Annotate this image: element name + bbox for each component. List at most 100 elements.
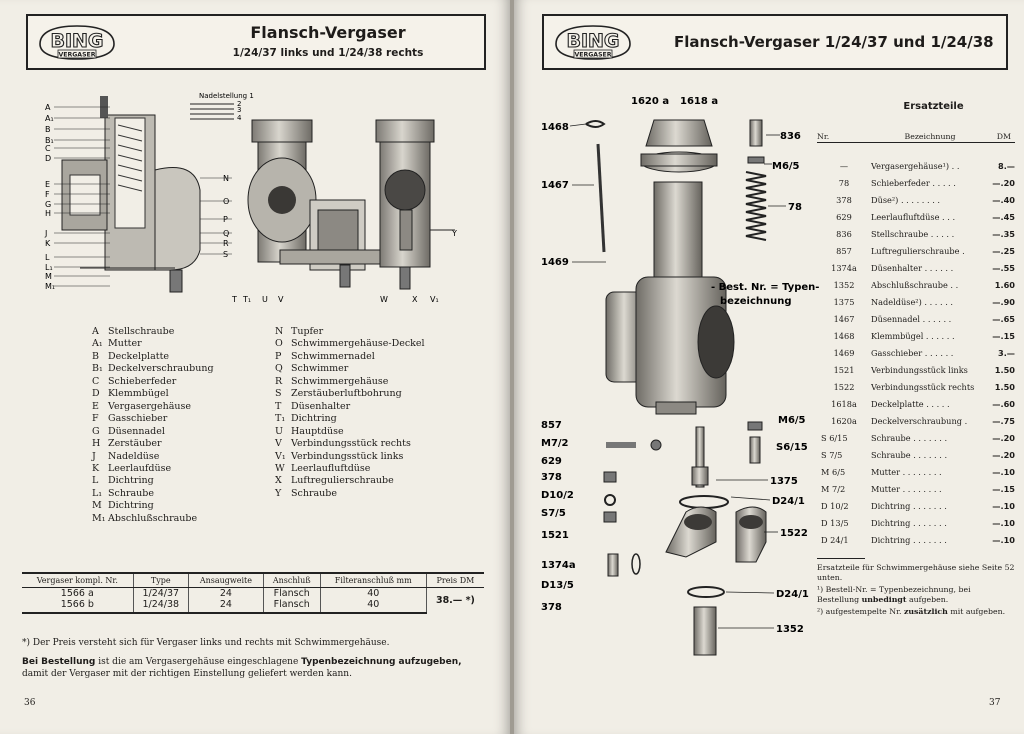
- cell-nr: 857: [836, 245, 852, 256]
- cell-nr: 1566 a: [60, 588, 94, 599]
- legend-text: Nadeldüse: [108, 450, 160, 462]
- cell-dm: —.65: [992, 313, 1015, 324]
- drawing-label: F: [45, 190, 50, 199]
- col-header-price: Preis DM: [425, 572, 484, 588]
- cell-nr: —: [839, 160, 849, 171]
- side-view-right: [375, 119, 455, 290]
- cell-nr: 78: [838, 177, 850, 188]
- cell-nr: 1374a: [831, 262, 857, 273]
- svg-text:629: 629: [541, 456, 562, 467]
- legend-code: D: [92, 388, 100, 400]
- cell-nr: D 24/1: [821, 534, 849, 545]
- cell-bez: Dichtring . . . . . . .: [871, 534, 947, 545]
- note-text: ¹) Bestell-Nr. = Typenbezeichnung, bei B…: [817, 585, 971, 604]
- svg-text:378: 378: [541, 602, 562, 613]
- legend-text: Schwimmer: [291, 363, 349, 375]
- legend-text: Zerstäuberluftbohrung: [291, 388, 402, 400]
- cell-nr: 1620a: [831, 415, 857, 426]
- svg-text:D24/1: D24/1: [776, 589, 809, 600]
- order-note: Bei Bestellung ist die am Vergasergehäus…: [22, 656, 484, 680]
- drawing-label: K: [45, 239, 51, 248]
- cell-nr: 836: [836, 228, 852, 239]
- parts-illustrations: [585, 119, 767, 656]
- legend-code: W: [275, 462, 285, 474]
- legend-text: Verbindungsstück rechts: [291, 438, 411, 450]
- legend-code: M₁: [92, 512, 106, 524]
- legend-code: S: [275, 388, 282, 400]
- drawing-label: H: [45, 209, 51, 218]
- cell-dm: —.20: [992, 432, 1015, 443]
- legend-text: Verbindungsstück links: [291, 450, 404, 462]
- drawing-label: V: [278, 295, 284, 304]
- svg-text:78: 78: [788, 202, 802, 213]
- legend-text: Luftregulierschraube: [291, 475, 394, 487]
- cell-dm: —.45: [992, 211, 1015, 222]
- legend-text: Schwimmergehäuse: [291, 375, 389, 387]
- drawing-label: G: [45, 200, 51, 209]
- svg-text:1521: 1521: [541, 530, 569, 541]
- cell-nr: D 13/5: [821, 517, 849, 528]
- cell-bez: Deckelplatte . . . . .: [871, 398, 950, 409]
- drawing-label: V₁: [430, 295, 439, 304]
- drawing-label: L: [45, 253, 50, 262]
- drawing-label: L₁: [45, 263, 53, 272]
- cell-ansaug: 24: [187, 587, 264, 599]
- legend-code: L₁: [92, 487, 103, 499]
- legend-text: Dichtring: [108, 500, 154, 512]
- drawing-label: B: [45, 125, 51, 134]
- note-order-number: ¹) Bestell-Nr. = Typenbezeichnung, bei B…: [817, 585, 1015, 605]
- note-text: ²) aufgestempelte Nr.: [817, 607, 904, 616]
- cell-dm: —.10: [992, 466, 1015, 477]
- order-note-text: ist die am Vergasergehäuse eingeschlagen…: [95, 657, 302, 667]
- svg-text:1352: 1352: [776, 624, 804, 635]
- cell-filter: 40: [319, 587, 427, 599]
- carburetor-price-table: Vergaser kompl. Nr. Type Ansaugweite Ans…: [22, 572, 484, 614]
- cell-dm: —.15: [992, 330, 1015, 341]
- svg-text:1467: 1467: [541, 180, 569, 191]
- svg-text:S7/5: S7/5: [541, 508, 566, 519]
- legend-code: P: [275, 350, 282, 362]
- cell-bez: Schraube . . . . . . .: [871, 449, 948, 460]
- legend-text: Zerstäuber: [108, 438, 162, 450]
- cell-dm: 3.—: [998, 347, 1015, 358]
- drawing-label: C: [45, 144, 51, 153]
- legend-text: Düsennadel: [108, 425, 165, 437]
- cell-anschluss: Flansch: [262, 587, 321, 599]
- svg-text:D13/5: D13/5: [541, 580, 574, 591]
- cell-anschluss: Flansch: [262, 599, 321, 614]
- svg-text:1618 a: 1618 a: [680, 96, 718, 107]
- drawing-label: U: [262, 295, 268, 304]
- legend-text: Dichtring: [291, 413, 337, 425]
- svg-text:VERGASER: VERGASER: [58, 52, 95, 59]
- cell-nr: 1566 b: [22, 599, 134, 614]
- note-stamped-number: ²) aufgestempelte Nr. zusätzlich mit auf…: [817, 607, 1015, 617]
- cell-bez: Düsenhalter . . . . . .: [871, 262, 954, 273]
- cell-dm: —.20: [992, 449, 1015, 460]
- note-bold: zusätzlich: [903, 607, 948, 616]
- svg-text:1374a: 1374a: [541, 560, 576, 571]
- svg-text:S6/15: S6/15: [776, 442, 808, 453]
- cell-bez: Düsennadel . . . . . .: [871, 313, 952, 324]
- legend-text: Deckelverschraubung: [108, 363, 214, 375]
- cell-dm: 1.50: [994, 381, 1015, 392]
- svg-text:1522: 1522: [780, 528, 808, 539]
- cell-dm: —.35: [992, 228, 1015, 239]
- legend-code: K: [92, 462, 100, 474]
- cell-dm: 1.50: [994, 364, 1015, 375]
